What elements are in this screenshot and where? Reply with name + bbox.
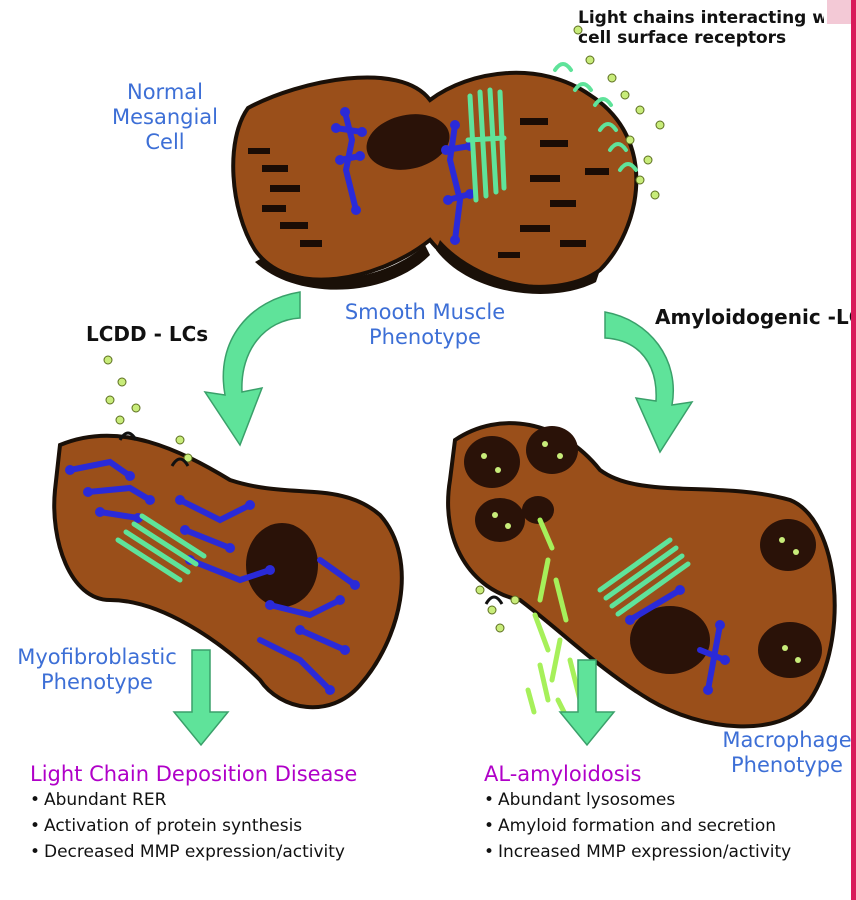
- lcdd-points: Abundant RER Activation of protein synth…: [30, 787, 357, 865]
- macrophage-cell: [448, 423, 835, 726]
- arrow-to-macrophage: [605, 312, 692, 452]
- lcdd-point: Decreased MMP expression/activity: [30, 839, 357, 865]
- arrow-to-al: [560, 660, 614, 745]
- lcdd-point: Activation of protein synthesis: [30, 813, 357, 839]
- al-point: Amyloid formation and secretion: [484, 813, 791, 839]
- lcdd-title: Light Chain Deposition Disease: [30, 762, 357, 787]
- normal-cell-body: [233, 73, 636, 287]
- al-points: Abundant lysosomes Amyloid formation and…: [484, 787, 791, 865]
- label-normal-mesangial-cell: Normal Mesangial Cell: [90, 80, 240, 156]
- al-title: AL-amyloidosis: [484, 762, 791, 787]
- normal-mesangial-cell: [233, 26, 664, 294]
- al-point: Abundant lysosomes: [484, 787, 791, 813]
- al-point: Increased MMP expression/activity: [484, 839, 791, 865]
- arrow-to-lcdd: [174, 650, 228, 745]
- arrow-to-myofibroblastic: [205, 292, 300, 445]
- corner-decoration: [824, 0, 851, 24]
- label-receptor-note: Light chains interacting with cell surfa…: [578, 8, 854, 49]
- al-summary: AL-amyloidosis Abundant lysosomes Amyloi…: [484, 762, 791, 865]
- label-amyloidogenic-lcs: Amyloidogenic -LCs: [655, 305, 856, 329]
- lcdd-point: Abundant RER: [30, 787, 357, 813]
- label-myofibroblastic-phenotype: Myofibroblastic Phenotype: [12, 645, 182, 695]
- lcdd-summary: Light Chain Deposition Disease Abundant …: [30, 762, 357, 865]
- right-edge-bar: [851, 0, 856, 900]
- myofibroblastic-nucleus: [246, 523, 318, 607]
- label-lcdd-lcs: LCDD - LCs: [86, 322, 208, 346]
- macrophage-receptor: [486, 597, 502, 604]
- label-smooth-muscle-phenotype: Smooth Muscle Phenotype: [340, 300, 510, 350]
